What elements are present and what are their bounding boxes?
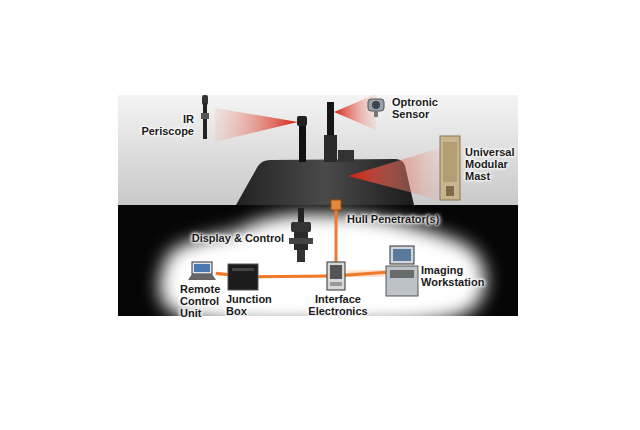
component-icon	[366, 95, 386, 117]
component-icon	[228, 264, 258, 290]
optronic-mast-base	[324, 135, 337, 162]
component-label: Optronic Sensor	[392, 96, 454, 120]
component-label: Universal Modular Mast	[465, 146, 527, 182]
component-label: Remote Control Unit	[180, 283, 228, 319]
component-node: Interface Electronics	[327, 262, 345, 290]
component-node: Hull Penetrator(s)	[329, 200, 343, 210]
cable-glow	[345, 272, 386, 275]
ir-mast	[299, 120, 306, 162]
component-label: Imaging Workstation	[421, 264, 493, 288]
cable-connector	[258, 275, 327, 279]
component-icon	[440, 136, 460, 200]
frame-sky	[118, 95, 518, 205]
cable-glow	[216, 273, 228, 275]
component-label: Hull Penetrator(s)	[347, 213, 457, 225]
component-icon	[186, 262, 216, 280]
cable-connector	[345, 272, 386, 275]
component-node: Junction Box	[228, 264, 258, 290]
component-node: IR Periscope	[198, 95, 212, 139]
ir-beam-left	[215, 108, 298, 142]
component-icon	[198, 95, 212, 139]
component-node: Display & Control	[288, 208, 314, 262]
component-label: Junction Box	[226, 293, 278, 317]
umm-mast	[338, 150, 354, 162]
cable-connector	[335, 210, 338, 262]
component-icon	[288, 208, 314, 262]
umm-beam	[348, 148, 440, 200]
component-label: Interface Electronics	[302, 293, 374, 317]
component-node: Remote Control Unit	[186, 262, 216, 280]
cable-glow	[333, 210, 340, 262]
cable-glow	[258, 273, 327, 281]
component-node: Optronic Sensor	[366, 95, 386, 117]
component-node: Universal Modular Mast	[440, 136, 460, 200]
component-icon	[329, 200, 343, 210]
component-icon	[327, 262, 345, 290]
ir-mast-head	[297, 116, 307, 126]
component-node: Imaging Workstation	[386, 246, 418, 296]
component-label: IR Periscope	[132, 113, 194, 137]
component-label: Display & Control	[182, 232, 284, 244]
component-icon	[386, 246, 418, 296]
cable-connector	[216, 273, 228, 275]
